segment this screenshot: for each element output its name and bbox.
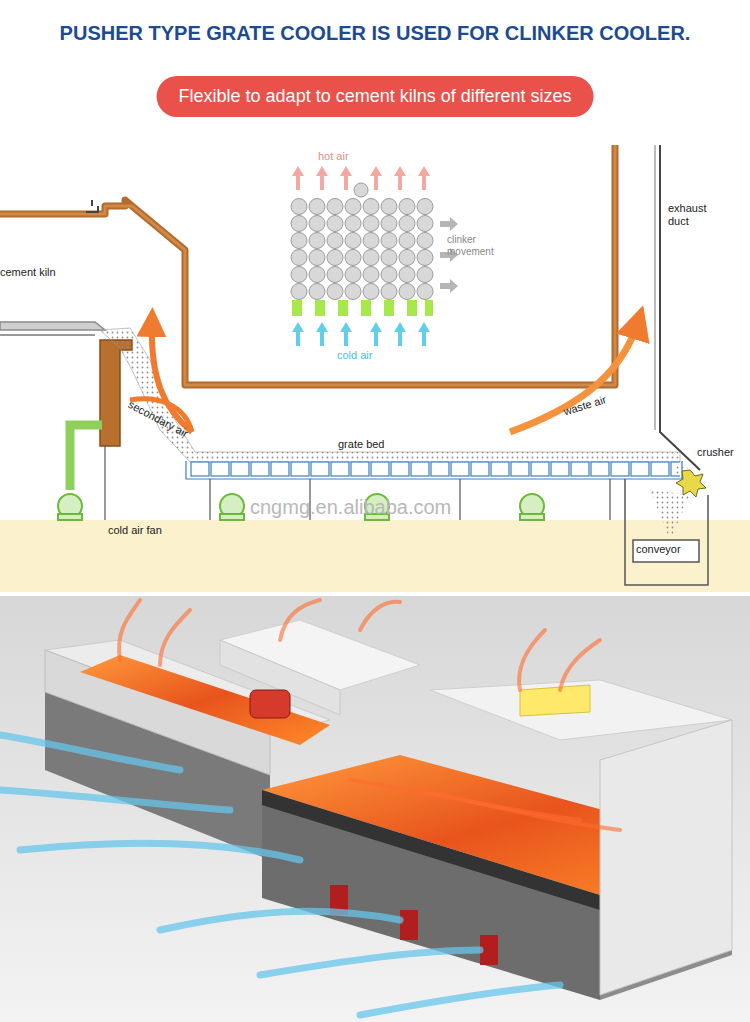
support xyxy=(209,479,210,520)
arrow xyxy=(418,322,430,346)
right-roof xyxy=(430,680,732,740)
flow-label: clinker movement xyxy=(447,234,507,257)
grate-plates xyxy=(190,461,680,479)
arrow xyxy=(316,322,328,346)
arrow xyxy=(340,322,352,346)
arrow xyxy=(340,166,352,190)
streak xyxy=(160,610,190,665)
arrow xyxy=(394,166,406,190)
grate-blocks xyxy=(292,300,433,316)
arrow xyxy=(316,166,328,190)
part-label: cold air fan xyxy=(108,524,198,537)
kiln-shell xyxy=(0,334,95,336)
streak xyxy=(280,600,320,640)
fan-base xyxy=(58,514,82,520)
grate-frame xyxy=(186,461,682,479)
streak xyxy=(260,950,480,975)
clinker-bed xyxy=(100,328,680,462)
hot-air-streaks xyxy=(119,600,620,830)
cold-air-streaks xyxy=(0,735,560,1015)
fan-inlet xyxy=(400,910,418,940)
hood-wall xyxy=(0,145,615,385)
block xyxy=(292,300,302,316)
duct-wall xyxy=(660,145,700,470)
fan-duct xyxy=(70,425,102,490)
bed-edge xyxy=(262,790,600,910)
arrow xyxy=(292,322,304,346)
burner-pipe xyxy=(86,200,98,212)
streak xyxy=(160,911,400,930)
clinker-ball xyxy=(354,183,368,197)
flow-label: cold air xyxy=(337,349,397,362)
support xyxy=(459,479,460,520)
kiln-shell xyxy=(0,322,105,330)
arrow xyxy=(292,166,304,190)
watermark: cngmg.en.alibaba.com xyxy=(250,496,530,519)
cold-air-arrows xyxy=(292,322,430,346)
arrow xyxy=(440,217,458,231)
crushed-clinker xyxy=(650,490,690,540)
arrow xyxy=(370,166,382,190)
cooler-render xyxy=(0,600,732,1015)
block xyxy=(361,300,371,316)
arrow xyxy=(394,322,406,346)
floor xyxy=(0,520,750,592)
clinker-balls xyxy=(290,198,434,300)
block xyxy=(407,300,417,316)
heat-exchanger xyxy=(250,690,290,718)
exhaust-opening xyxy=(520,685,590,716)
cold-air-fans xyxy=(58,494,544,520)
feature-pill: Flexible to adapt to cement kilns of dif… xyxy=(157,76,594,117)
part-label: exhaust duct xyxy=(668,202,728,227)
streak xyxy=(20,843,300,860)
part-label: crusher xyxy=(697,446,750,459)
page-title: PUSHER TYPE GRATE COOLER IS USED FOR CLI… xyxy=(0,22,750,45)
block xyxy=(425,300,433,316)
streak xyxy=(519,630,545,690)
streak xyxy=(360,985,560,1015)
render-background xyxy=(0,596,750,1022)
flow-label: hot air xyxy=(318,150,388,163)
inset xyxy=(290,166,458,346)
streak xyxy=(350,780,580,820)
support xyxy=(104,446,105,520)
hood-wall xyxy=(0,145,615,385)
arrow xyxy=(418,166,430,190)
fan-base xyxy=(220,514,244,520)
arrow xyxy=(370,322,382,346)
part-label: grate bed xyxy=(338,438,418,451)
node-text: Flexible to adapt to cement kilns of dif… xyxy=(179,86,572,106)
streak xyxy=(119,600,140,660)
fan-base xyxy=(520,514,544,520)
part-label: cement kiln xyxy=(0,266,90,279)
support xyxy=(609,479,610,520)
streak xyxy=(0,790,230,810)
crusher-symbol xyxy=(676,470,706,497)
block xyxy=(315,300,325,316)
end-housing xyxy=(600,720,732,995)
streak xyxy=(560,640,600,690)
streak xyxy=(360,602,400,630)
streak xyxy=(0,735,180,770)
conveyor-belt xyxy=(633,540,699,562)
duct-wall xyxy=(655,145,656,430)
part-label: conveyor xyxy=(636,543,700,556)
arrow xyxy=(440,279,458,293)
support-lines xyxy=(105,446,610,520)
block xyxy=(338,300,348,316)
block xyxy=(384,300,394,316)
